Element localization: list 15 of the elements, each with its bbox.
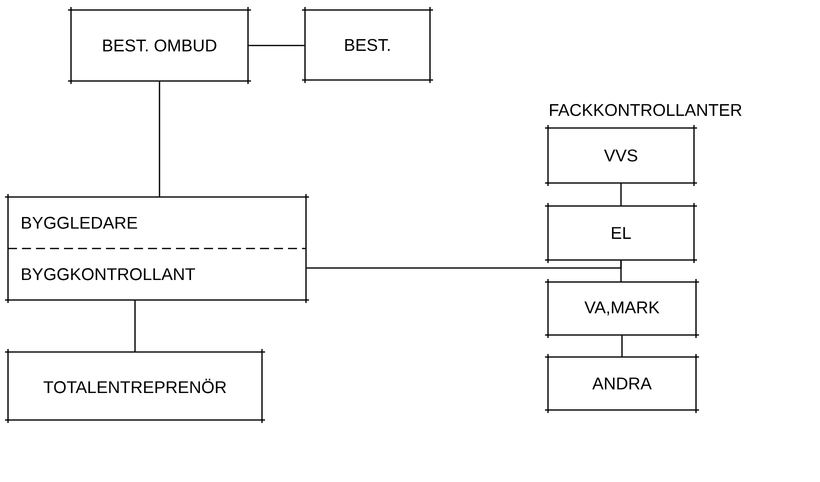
connector-line [248,44,304,46]
connector-line [621,335,623,357]
box: EL [545,203,697,263]
box: TOTALENTREPRENÖR [5,349,265,423]
box: BEST. [302,7,433,83]
box: VVS [545,125,697,186]
box: BEST. OMBUD [68,7,251,84]
box: VA,MARK [545,279,699,338]
connector-line [158,81,160,197]
connector-line [620,183,622,206]
connector-line [620,260,622,282]
box: BYGGLEDARE BYGGKONTROLLANT [5,194,309,303]
connector-line [306,260,622,269]
box: ANDRA [545,354,699,413]
connector-line [134,300,136,352]
